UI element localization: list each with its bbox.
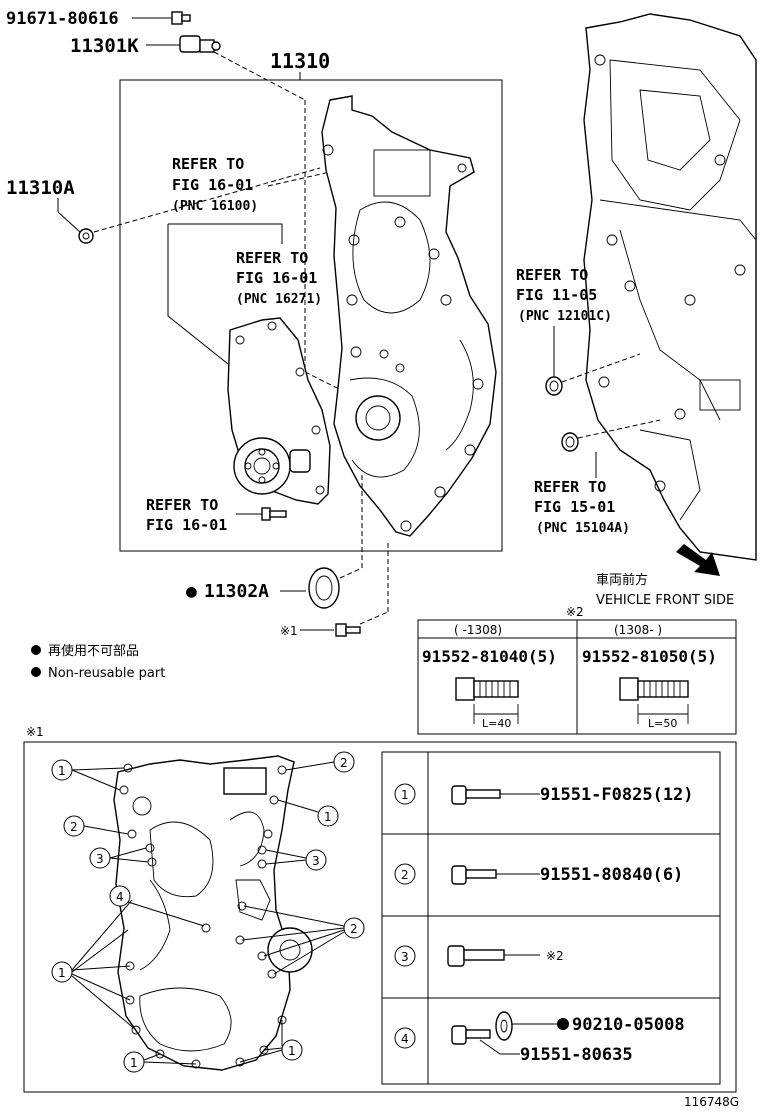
detail-cover-drawing [113,755,313,1071]
svg-text:2: 2 [350,922,358,936]
oil-seal-icon [308,567,340,609]
svg-text:3: 3 [401,950,409,964]
water-pump-drawing [227,317,331,505]
callout-2-a: 2 [333,751,355,773]
legend-en: Non-reusable part [48,666,165,681]
svg-text:91551-80635: 91551-80635 [520,1045,633,1065]
svg-text:91551-80840(6): 91551-80840(6) [540,865,683,885]
svg-text:FIG 16-01: FIG 16-01 [236,269,317,287]
detail-bolt-table [381,751,721,1085]
svg-text:FIG 16-01: FIG 16-01 [172,176,253,194]
callout-1-e: 1 [281,1039,303,1061]
svg-text:3: 3 [312,854,320,868]
svg-text:91552-81040(5): 91552-81040(5) [422,647,557,666]
svg-text:90210-05008: 90210-05008 [572,1015,685,1035]
callout-2-b: 2 [63,815,85,837]
small-bolt-icon [261,507,287,521]
ref-note-1: REFER TO FIG 16-01 (PNC 16100) [172,155,258,214]
detail-mark: ※1 [26,725,44,739]
callout-3-b: 3 [305,849,327,871]
pn-cover: 11310 [270,49,330,73]
svg-text:L=40: L=40 [482,717,511,730]
svg-text:1: 1 [58,966,66,980]
svg-text:REFER TO: REFER TO [146,496,218,514]
legend-bullet-jp [31,645,41,655]
svg-text:FIG 16-01: FIG 16-01 [146,516,227,534]
svg-text:1: 1 [130,1056,138,1070]
ring-seal-2-icon [561,432,579,452]
svg-text:※2: ※2 [546,949,564,963]
svg-text:( -1308): ( -1308) [454,623,502,637]
legend-jp: 再使用不可部品 [48,643,139,659]
svg-text:2: 2 [70,820,78,834]
svg-text:1: 1 [401,788,409,802]
ring-seal-icon [545,376,563,396]
svg-text:4: 4 [116,890,124,904]
callout-2-c: 2 [343,917,365,939]
pn-sensor: 11301K [70,35,139,57]
oil-seal-marker: ● [186,581,197,602]
svg-text:REFER TO: REFER TO [516,266,588,284]
small-seal-icon [78,228,94,244]
bolt-note-mark: ※1 [280,624,298,638]
bolt-top-icon [171,11,191,25]
ref-note-4: REFER TO FIG 11-05 (PNC 12101C) [516,266,612,324]
svg-text:91551-F0825(12): 91551-F0825(12) [540,785,694,805]
svg-text:FIG 15-01: FIG 15-01 [534,498,615,516]
svg-text:FIG 11-05: FIG 11-05 [516,286,597,304]
svg-text:REFER TO: REFER TO [172,155,244,173]
pn-oil-seal: 11302A [204,581,269,602]
svg-text:4: 4 [401,1032,409,1046]
svg-text:REFER TO: REFER TO [534,478,606,496]
ref-note-3: REFER TO FIG 16-01 [146,496,227,534]
svg-text:L=50: L=50 [648,717,677,730]
detail-row-4: 4 90210-05008 91551-80635 [394,1011,685,1065]
svg-text:(PNC 16100): (PNC 16100) [172,199,258,214]
svg-text:91552-81050(5): 91552-81050(5) [582,647,717,666]
svg-text:(1308- ): (1308- ) [614,623,662,637]
detail-row-3: 3 ※2 [394,945,564,967]
timing-chain-cover-drawing [321,95,497,537]
svg-text:2: 2 [401,868,409,882]
svg-text:(PNC 16271): (PNC 16271) [236,292,322,307]
bolt-table-mark: ※2 [566,605,584,619]
cover-frame [119,79,503,552]
callout-3-a: 3 [89,847,111,869]
figure-id: 116748G [684,1095,739,1109]
ref-note-2: REFER TO FIG 16-01 (PNC 16271) [236,249,322,307]
ref-note-5: REFER TO FIG 15-01 (PNC 15104A) [534,478,630,536]
detail-row-2: 2 91551-80840(6) [394,863,683,885]
dash-sensor [213,51,306,101]
legend-bullet-en [31,667,41,677]
detail-frame [23,741,737,1093]
svg-text:1: 1 [58,764,66,778]
engine-block-drawing [583,13,757,561]
direction-en: VEHICLE FRONT SIDE [596,593,734,608]
svg-text:1: 1 [324,810,332,824]
direction-jp: 車両前方 [596,572,648,588]
callout-4: 4 [109,885,131,907]
cam-sensor-icon [179,35,221,53]
svg-text:(PNC 15104A): (PNC 15104A) [536,521,630,536]
front-arrow-icon [676,544,720,576]
callout-1-a: 1 [51,759,73,781]
callout-1-c: 1 [51,961,73,983]
callout-1-b: 1 [317,805,339,827]
svg-text:3: 3 [96,852,104,866]
pn-bolt-top: 91671-80616 [6,9,119,29]
svg-text:REFER TO: REFER TO [236,249,308,267]
svg-text:1: 1 [288,1044,296,1058]
cover-bolt-icon [335,623,361,637]
detail-row-1: 1 91551-F0825(12) [394,783,694,805]
bolt-length-table: ( -1308) (1308- ) 91552-81040(5) 91552-8… [417,619,737,735]
svg-text:2: 2 [340,756,348,770]
callout-1-d: 1 [123,1051,145,1073]
svg-text:(PNC 12101C): (PNC 12101C) [518,309,612,324]
pn-seal-left: 11310A [6,177,75,199]
